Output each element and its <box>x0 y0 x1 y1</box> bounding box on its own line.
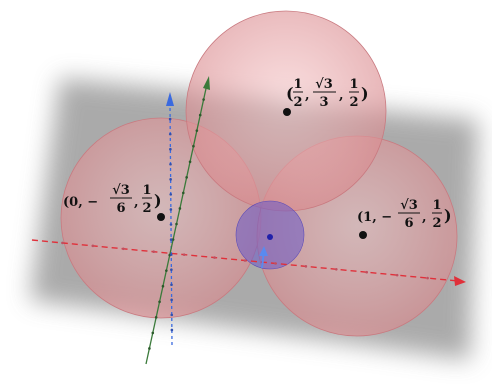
svg-text:,: , <box>422 210 427 225</box>
z-axis-tick <box>181 191 185 195</box>
x-axis-tick <box>274 262 277 265</box>
svg-text:,: , <box>339 88 344 103</box>
svg-text:,: , <box>134 195 139 210</box>
svg-text:): ) <box>361 84 369 103</box>
y-axis-tick <box>169 147 172 151</box>
z-axis-tick <box>188 160 192 164</box>
y-axis-tick <box>169 208 173 211</box>
point-center <box>267 234 273 240</box>
x-axis-tick <box>182 253 186 256</box>
y-axis-tick <box>170 313 174 317</box>
z-axis-tick <box>165 269 168 272</box>
x-axis-tick <box>395 273 399 277</box>
y-axis-tick <box>170 328 174 332</box>
x-axis-tick <box>121 247 125 251</box>
svg-text:): ) <box>154 191 162 210</box>
svg-text:(0, −: (0, − <box>63 195 98 210</box>
z-axis <box>145 76 210 365</box>
svg-text:2: 2 <box>432 216 441 231</box>
z-axis-tick <box>161 284 165 288</box>
svg-text:2: 2 <box>293 95 302 110</box>
svg-text:,: , <box>305 88 310 103</box>
z-axis-tick <box>151 331 155 335</box>
z-axis-tick <box>192 144 195 148</box>
y-axis-tick <box>170 268 173 271</box>
z-axis-tick <box>198 113 202 117</box>
label-left: (0, − √3 6 , 1 2 ) <box>63 183 162 216</box>
svg-text:1: 1 <box>293 77 302 92</box>
svg-text:√3: √3 <box>112 183 130 198</box>
x-axis-tick <box>304 265 308 268</box>
svg-text:2: 2 <box>349 95 358 110</box>
z-axis-tick <box>202 98 205 101</box>
x-axis-tick <box>243 259 247 262</box>
x-axis-tick <box>61 241 64 245</box>
y-axis-tick <box>169 223 173 226</box>
origin-vector <box>259 246 268 269</box>
svg-text:1: 1 <box>349 77 358 92</box>
z-axis-tick <box>185 176 188 179</box>
point-left <box>157 213 165 221</box>
label-right: (1, − √3 6 , 1 2 ) <box>357 198 452 231</box>
y-axis-tick <box>169 162 172 166</box>
z-axis-tick <box>171 238 175 241</box>
y-axis-tick <box>170 283 173 287</box>
z-axis-tick <box>178 207 182 210</box>
z-axis-tick <box>148 347 151 350</box>
svg-text:1: 1 <box>432 198 441 213</box>
y-axis-tick <box>169 193 173 196</box>
label-top: ( 1 2 , √3 3 , 1 2 ) <box>286 77 369 110</box>
svg-text:): ) <box>444 206 452 225</box>
y-axis-tick <box>168 117 172 121</box>
y-axis-tick <box>170 298 173 302</box>
point-right <box>359 231 367 239</box>
x-axis-ticks <box>61 241 429 280</box>
z-axis-tick <box>175 222 178 226</box>
svg-text:3: 3 <box>319 95 328 110</box>
y-axis-tick <box>169 178 172 181</box>
y-axis-tick <box>169 253 173 256</box>
svg-text:√3: √3 <box>315 77 333 92</box>
x-axis-tick <box>213 256 216 259</box>
svg-text:6: 6 <box>116 201 125 216</box>
z-axis-tick <box>154 316 158 319</box>
x-axis-tick <box>426 276 429 280</box>
y-axis-tick <box>168 132 172 136</box>
svg-text:(1, −: (1, − <box>357 210 392 225</box>
svg-text:2: 2 <box>142 201 151 216</box>
y-axis-tick <box>169 238 173 241</box>
x-axis-tick <box>365 270 369 274</box>
svg-text:√3: √3 <box>400 198 418 213</box>
svg-text:(: ( <box>286 84 294 103</box>
point-top <box>283 108 291 116</box>
x-axis-tick <box>91 244 95 248</box>
svg-text:1: 1 <box>142 183 151 198</box>
y-axis-ticks <box>168 117 174 332</box>
x-axis-tick <box>334 267 338 271</box>
z-axis-tick <box>158 300 161 304</box>
x-axis-tick <box>152 250 156 254</box>
z-axis-tick <box>195 129 199 132</box>
svg-text:6: 6 <box>404 216 413 231</box>
